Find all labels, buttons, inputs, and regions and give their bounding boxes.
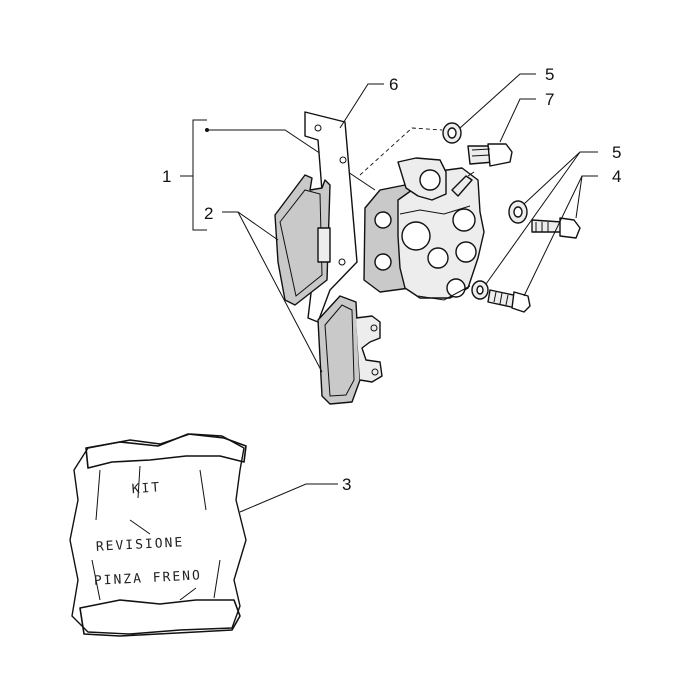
fixing-bolt-lower xyxy=(487,289,531,313)
callout-1: 1 xyxy=(162,167,171,186)
banjo-bolt xyxy=(467,143,513,167)
sealing-washer-lower-b xyxy=(471,280,489,300)
callout-5-lower: 5 xyxy=(612,143,621,162)
alignment-line-upper xyxy=(359,127,443,176)
sealing-washer-upper xyxy=(442,122,462,144)
callout-4: 4 xyxy=(612,167,621,186)
mounting-plate xyxy=(304,111,358,323)
brake-pad-front xyxy=(317,295,383,405)
kit-label-line2: REVISIONE xyxy=(95,535,184,555)
brake-caliper-body xyxy=(363,157,485,301)
brake-pad-rear xyxy=(274,174,331,306)
callout-2: 2 xyxy=(204,204,213,223)
leader-lines xyxy=(222,73,598,513)
fixing-bolt-upper xyxy=(531,217,581,239)
kit-label-line1: KIT xyxy=(131,480,161,497)
repair-kit-bag: KIT REVISIONE PINZA FRENO xyxy=(69,433,247,637)
kit-label-line3: PINZA FRENO xyxy=(94,568,203,589)
bleed-valve xyxy=(451,171,475,197)
callout-3: 3 xyxy=(342,475,351,494)
callout-7: 7 xyxy=(545,90,554,109)
callout-6: 6 xyxy=(389,75,398,94)
sealing-washer-lower-a xyxy=(508,200,528,224)
callout-5-upper: 5 xyxy=(545,65,554,84)
